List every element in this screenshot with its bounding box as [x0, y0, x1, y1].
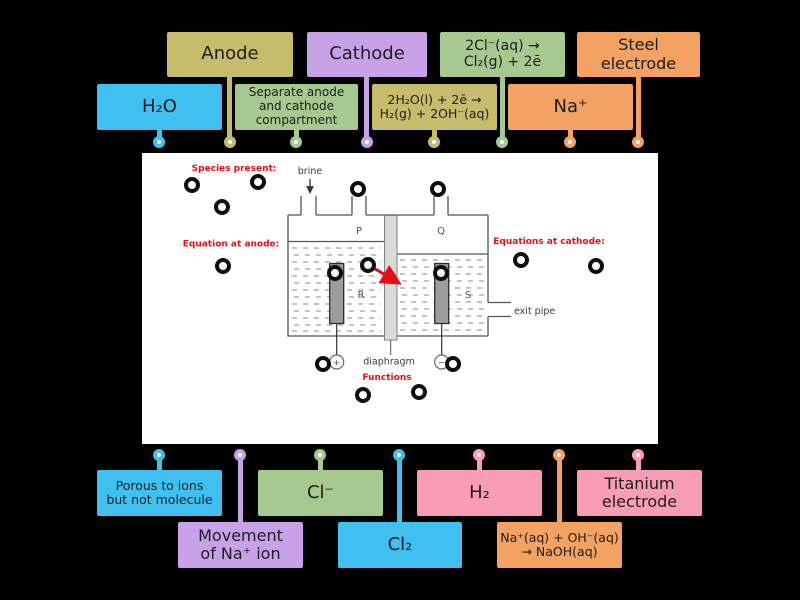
chip-naoh-eq[interactable]: Na⁺(aq) + OH⁻(aq) → NaOH(aq)	[497, 522, 622, 568]
chip-sodium-ion[interactable]: Na⁺	[508, 84, 633, 130]
chip-label: Cathode	[329, 43, 405, 65]
drop-zone-diaphragm[interactable]	[360, 257, 376, 273]
chip-cathode[interactable]: Cathode	[307, 32, 427, 77]
drop-zone-functions-2[interactable]	[411, 384, 427, 400]
label-s: S	[465, 290, 471, 301]
leader-line-cathode	[364, 77, 369, 142]
leader-dot-separate	[290, 136, 302, 148]
drop-zone-electrode-r[interactable]	[327, 265, 343, 281]
chip-titanium-electrode[interactable]: Titanium electrode	[577, 470, 702, 516]
liquid-right	[397, 253, 488, 331]
drop-zone-anode-equation[interactable]	[215, 258, 231, 274]
drop-zone-outlet-q[interactable]	[430, 181, 446, 197]
chip-porous[interactable]: Porous to ions but not molecule	[97, 470, 222, 516]
inlet-outlet-tubes	[300, 196, 449, 215]
chip-label: H₂	[469, 481, 490, 503]
annotation-equation-anode: Equation at anode:	[183, 240, 280, 250]
leader-line-chloride	[318, 455, 323, 470]
drop-zone-cathode-equation-2[interactable]	[588, 258, 604, 274]
drop-zone-cathode-equation-1[interactable]	[513, 252, 529, 268]
drop-zone-functions-1[interactable]	[355, 387, 371, 403]
leader-line-hydrogen	[477, 455, 482, 470]
leader-dot-steel	[632, 136, 644, 148]
label-brine: brine	[298, 166, 323, 177]
leader-dot-sodium	[564, 136, 576, 148]
drop-zone-outlet-p[interactable]	[350, 181, 366, 197]
drop-zone-species-1[interactable]	[184, 177, 200, 193]
electrolysis-cell-drawing: + − brine P Q R S exit pipe diaphragm Sp…	[183, 164, 605, 383]
chip-water[interactable]: H₂O	[97, 84, 222, 130]
chip-label: 2Cl⁻(aq) → Cl₂(g) + 2ē	[463, 37, 542, 70]
label-exit-pipe: exit pipe	[514, 306, 555, 317]
red-arrow	[371, 265, 402, 285]
drop-zone-electrode-s[interactable]	[433, 265, 449, 281]
leader-line-chlorine-eq	[500, 77, 505, 142]
leader-dot-titanium	[632, 449, 644, 461]
chip-chlorine-eq[interactable]: 2Cl⁻(aq) → Cl₂(g) + 2ē	[440, 32, 565, 77]
diagram-image: + − brine P Q R S exit pipe diaphragm Sp…	[142, 153, 658, 444]
leader-dot-chloride	[314, 449, 326, 461]
leader-dot-naoh	[553, 449, 565, 461]
chip-label: Steel electrode	[600, 35, 677, 73]
leader-dot-water-eq	[428, 136, 440, 148]
leader-dot-chlorine-eq	[496, 136, 508, 148]
chip-label: H₂O	[142, 95, 177, 117]
drop-zone-negative-terminal[interactable]	[445, 356, 461, 372]
drop-zone-species-2[interactable]	[250, 174, 266, 190]
chip-label: Cl₂	[387, 533, 413, 555]
label-p: P	[356, 226, 362, 237]
terminal-plus-sign: +	[333, 359, 341, 369]
chip-label: Anode	[201, 43, 259, 65]
leader-dot-movement	[234, 449, 246, 461]
leader-dot-chlorine	[393, 449, 405, 461]
drop-zone-species-3[interactable]	[214, 199, 230, 215]
chip-chloride-ion[interactable]: Cl⁻	[258, 470, 383, 516]
wires	[336, 323, 443, 355]
chip-movement-sodium[interactable]: Movement of Na⁺ ion	[178, 522, 303, 568]
chip-anode[interactable]: Anode	[167, 32, 293, 77]
chip-hydrogen-gas[interactable]: H₂	[417, 470, 542, 516]
chip-steel-electrode[interactable]: Steel electrode	[577, 32, 700, 77]
leader-line-movement	[238, 455, 243, 522]
leader-dot-anode	[224, 136, 236, 148]
leader-line-anode	[227, 77, 232, 142]
chip-label: Na⁺	[553, 95, 588, 117]
annotation-equations-cathode: Equations at cathode:	[493, 237, 605, 247]
leader-dot-hydrogen	[473, 449, 485, 461]
leader-line-naoh	[557, 455, 562, 522]
leader-dot-porous	[153, 449, 165, 461]
tank	[287, 196, 511, 337]
exit-pipe	[488, 301, 511, 318]
chip-water-eq[interactable]: 2H₂O(l) + 2ē → H₂(g) + 2OH⁻(aq)	[372, 84, 497, 130]
chip-label: 2H₂O(l) + 2ē → H₂(g) + 2OH⁻(aq)	[379, 91, 490, 121]
terminal-minus-sign: −	[438, 359, 446, 369]
leader-dot-water	[153, 136, 165, 148]
chip-label: Na⁺(aq) + OH⁻(aq) → NaOH(aq)	[500, 529, 619, 559]
leader-line-chlorine	[397, 455, 402, 522]
chip-label: Cl⁻	[306, 481, 335, 503]
drop-zone-positive-terminal[interactable]	[315, 356, 331, 372]
chip-label: Separate anode and cathode compartment	[248, 85, 345, 127]
chip-label: Porous to ions but not molecule	[106, 477, 213, 507]
label-r: R	[358, 290, 365, 301]
leader-line-porous	[157, 455, 162, 470]
leader-line-steel	[636, 77, 641, 142]
label-q: Q	[437, 226, 445, 237]
annotation-functions: Functions	[362, 373, 411, 383]
chip-chlorine-gas[interactable]: Cl₂	[338, 522, 462, 568]
leader-dot-cathode	[361, 136, 373, 148]
chip-label: Movement of Na⁺ ion	[198, 525, 283, 563]
annotation-species-present: Species present:	[192, 164, 277, 174]
chip-separate-compartment[interactable]: Separate anode and cathode compartment	[235, 84, 358, 130]
leader-line-titanium	[636, 455, 641, 470]
label-diaphragm: diaphragm	[363, 357, 415, 368]
chip-label: Titanium electrode	[601, 473, 678, 511]
